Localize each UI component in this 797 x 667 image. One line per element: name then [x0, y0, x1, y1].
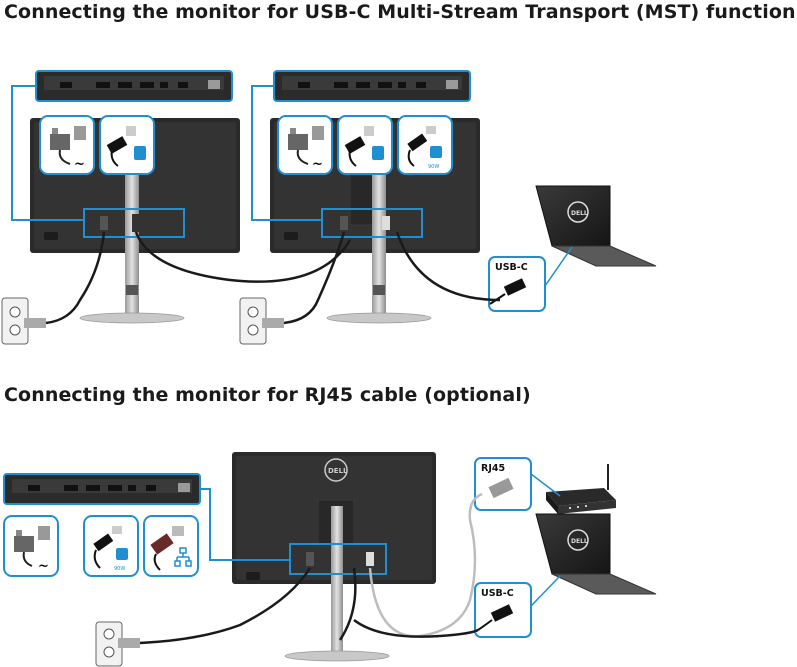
monitor-3-logo: DELL — [328, 467, 348, 475]
monitor-2-port-highlight — [321, 208, 423, 238]
rj45-label: RJ45 — [481, 463, 505, 474]
usbc-90w-tile: 90W — [397, 115, 453, 175]
monitor-1-stand — [125, 160, 139, 320]
monitor-3: DELL — [232, 452, 436, 662]
wall-outlet-1 — [1, 297, 46, 345]
dp-out-tile-2 — [337, 115, 393, 175]
port-panel-callout-3 — [3, 473, 201, 505]
dp-out-tile-1 — [99, 115, 155, 175]
power-port-tile-3: ~ — [3, 515, 59, 577]
rj45-section-heading: Connecting the monitor for RJ45 cable (o… — [4, 384, 531, 406]
monitor-2-stand — [372, 160, 386, 320]
cables-section-1 — [45, 231, 501, 325]
wall-outlet-3 — [95, 621, 140, 667]
network-icon — [174, 547, 192, 567]
mst-section-heading: Connecting the monitor for USB-C Multi-S… — [4, 1, 796, 23]
usbc-90w-tile-2: 90W — [83, 515, 139, 577]
port-panel-callout-1 — [35, 70, 233, 102]
network-router — [546, 464, 616, 514]
usbc-label-1: USB-C — [495, 262, 528, 273]
power-port-tile-1: ~ — [39, 115, 95, 175]
rj45-port-tile — [143, 515, 199, 577]
power-port-tile-2: ~ — [277, 115, 333, 175]
usbc-dp-icon — [430, 146, 442, 158]
laptop-1-logo: DELL — [571, 210, 588, 217]
usbc-callout-2: USB-C — [474, 575, 561, 638]
callout-leader-line-3 — [200, 488, 290, 561]
rj45-callout: RJ45 — [474, 457, 561, 511]
monitor-3-stand — [331, 506, 343, 656]
ac-power-icon-2: ~ — [312, 157, 323, 172]
ac-power-icon: ~ — [74, 157, 85, 172]
displayport-icon — [134, 146, 146, 160]
port-panel-callout-2 — [273, 70, 471, 102]
usbc-dp-icon-2 — [116, 548, 128, 560]
cables-section-2 — [139, 492, 483, 645]
ac-power-icon-3: ~ — [38, 559, 49, 574]
usbc-label-2: USB-C — [481, 588, 514, 599]
laptop-2: DELL — [535, 513, 657, 595]
usbc-90w-label: 90W — [428, 164, 439, 170]
monitor-3-port-highlight — [289, 543, 387, 575]
displayport-icon-2 — [372, 146, 384, 160]
laptop-2-logo: DELL — [571, 538, 588, 545]
monitor-1-port-highlight — [83, 208, 185, 238]
callout-leader-lines-1 — [11, 85, 322, 221]
usbc-callout-1: USB-C — [488, 246, 573, 312]
usbc-90w-label-2: 90W — [114, 566, 125, 572]
laptop-1: DELL — [535, 185, 657, 267]
wall-outlet-2 — [239, 297, 284, 345]
